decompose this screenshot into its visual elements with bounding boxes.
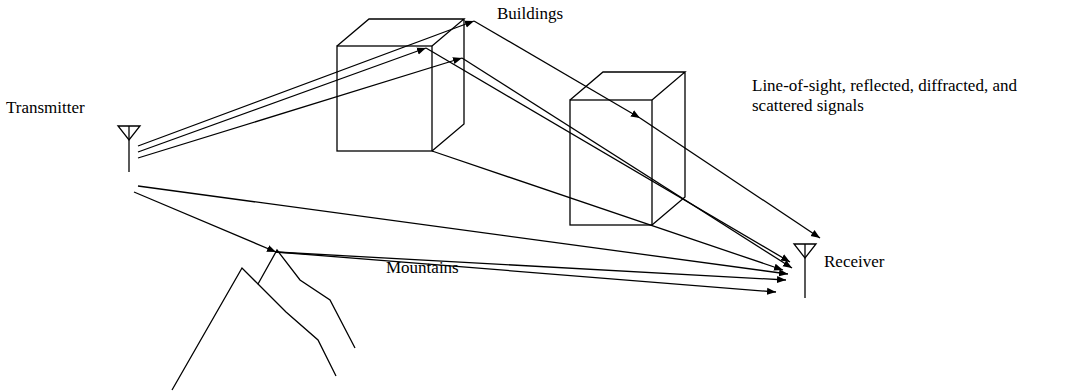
receiver-antenna (794, 244, 816, 298)
building-2 (570, 72, 685, 225)
building-1 (337, 19, 464, 151)
text-label: Transmitter (6, 98, 85, 118)
transmitter-antenna (118, 126, 140, 172)
mountains (172, 250, 355, 390)
text-label: Mountains (386, 258, 459, 278)
signal-rays (134, 21, 820, 292)
text-label: Buildings (497, 4, 563, 24)
text-label: Line-of-sight, reflected, diffracted, an… (752, 76, 1052, 116)
text-label: Receiver (824, 252, 884, 272)
